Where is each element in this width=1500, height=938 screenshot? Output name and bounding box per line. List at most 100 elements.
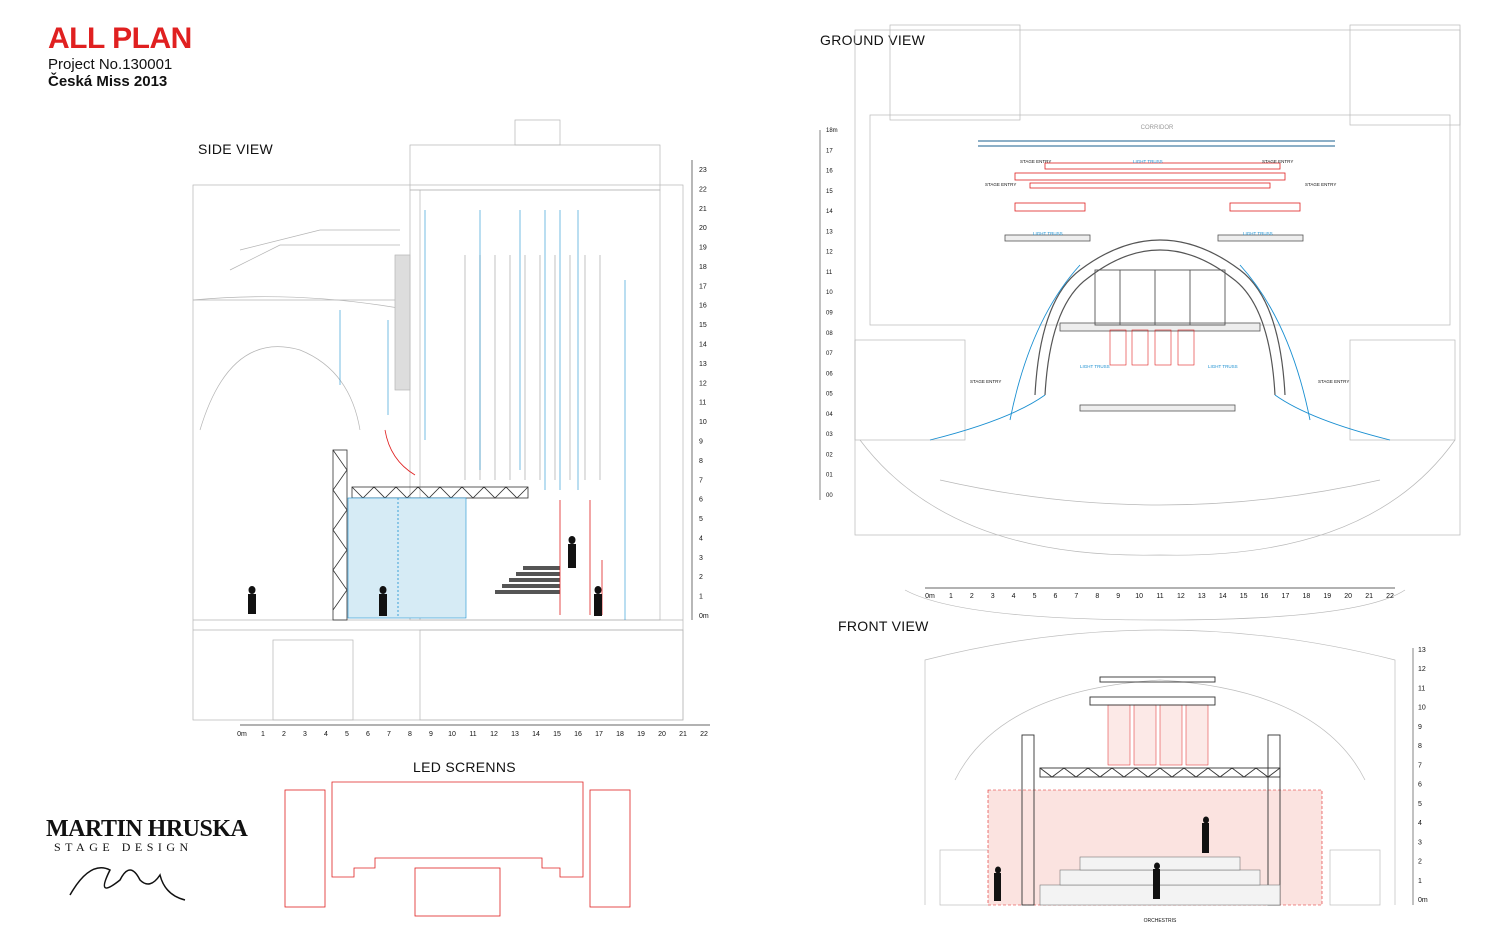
side-vscale-tick-label: 12 xyxy=(699,380,707,387)
side-hscale-tick-label: 0m xyxy=(237,731,247,738)
ground-led-columns xyxy=(1109,329,1195,366)
stage-entry-label-ml: STAGE ENTRY xyxy=(985,182,1016,187)
side-vscale-tick-label: 3 xyxy=(699,555,703,562)
ground-hscale-tick-label: 12 xyxy=(1177,593,1185,600)
side-vscale-tick-label: 21 xyxy=(699,206,707,213)
side-vscale-tick-label: 15 xyxy=(699,322,707,329)
ground-corridor-lines xyxy=(978,140,1335,147)
side-hscale-tick-label: 17 xyxy=(595,731,603,738)
ground-hscale-tick-label: 0m xyxy=(925,593,935,600)
ground-hscale-tick-label: 1 xyxy=(949,593,953,600)
side-hscale-tick-label: 5 xyxy=(345,731,349,738)
side-view-title: SIDE VIEW xyxy=(198,141,274,157)
side-hscale-tick-label: 18 xyxy=(616,731,624,738)
front-trusses xyxy=(1021,676,1281,906)
front-view-title: FRONT VIEW xyxy=(838,618,929,634)
side-vscale-tick-label: 13 xyxy=(699,361,707,368)
plan-title: ALL PLAN xyxy=(48,22,192,55)
side-hscale-tick-label: 11 xyxy=(469,731,476,738)
side-vscale-tick-label: 1 xyxy=(699,594,703,601)
ground-vscale-tick-label: 16 xyxy=(826,169,833,175)
side-hscale-tick-label: 14 xyxy=(532,731,540,738)
stage-entry-label-br: STAGE ENTRY xyxy=(1318,379,1349,384)
front-vscale-tick-label: 9 xyxy=(1418,724,1422,731)
light-truss-label-5: LIGHT TRUSS xyxy=(1208,364,1238,369)
side-vscale-tick-label: 2 xyxy=(699,574,703,581)
side-vscale-tick-label: 11 xyxy=(699,400,706,407)
ground-hscale-tick-label: 18 xyxy=(1302,593,1310,600)
side-hscale-tick-label: 6 xyxy=(366,731,370,738)
ground-hscale-tick-label: 16 xyxy=(1261,593,1269,600)
side-hscale-tick-label: 19 xyxy=(637,731,645,738)
side-vscale-tick-label: 18 xyxy=(699,264,707,271)
side-vscale-tick-label: 5 xyxy=(699,516,703,523)
ground-hscale-tick-label: 11 xyxy=(1156,593,1163,600)
side-hscale-tick-label: 21 xyxy=(679,731,687,738)
side-truss xyxy=(332,449,529,621)
ground-vscale-tick-label: 15 xyxy=(826,189,833,195)
ground-light-trusses xyxy=(1004,234,1304,412)
ground-vscale-tick-label: 13 xyxy=(826,229,833,235)
ground-vscale-tick-label: 00 xyxy=(826,493,833,499)
side-hscale-tick-label: 8 xyxy=(408,731,412,738)
side-vscale-tick-label: 10 xyxy=(699,419,707,426)
side-vscale-tick-label: 14 xyxy=(699,342,707,349)
ground-hscale-tick-label: 7 xyxy=(1074,593,1078,600)
ground-vscale-tick-label: 14 xyxy=(826,209,833,215)
side-vscale-tick-label: 22 xyxy=(699,186,707,193)
light-truss-label-1: LIGHT TRUSS xyxy=(1133,159,1163,164)
side-hscale-tick-label: 16 xyxy=(574,731,582,738)
side-hscale-tick-label: 4 xyxy=(324,731,328,738)
designer-signature xyxy=(69,867,186,901)
side-vscale-tick-label: 19 xyxy=(699,245,707,252)
stage-entry-label-tl: STAGE ENTRY xyxy=(1020,159,1051,164)
project-number: Project No.130001 xyxy=(48,56,173,73)
ground-vscale-tick-label: 01 xyxy=(826,473,833,479)
ground-hscale-tick-label: 21 xyxy=(1365,593,1373,600)
ground-hscale-tick-label: 15 xyxy=(1240,593,1248,600)
side-vscale-tick-label: 20 xyxy=(699,225,707,232)
side-vscale-tick-label: 16 xyxy=(699,303,707,310)
ground-arc-truss xyxy=(1034,239,1286,396)
side-hscale-tick-label: 20 xyxy=(658,731,666,738)
front-vscale-tick-label: 3 xyxy=(1418,839,1422,846)
ground-hscale-tick-label: 10 xyxy=(1135,593,1143,600)
ground-hscale-tick-label: 8 xyxy=(1095,593,1099,600)
ground-hscale-tick-label: 17 xyxy=(1282,593,1290,600)
side-hscale-tick-label: 2 xyxy=(282,731,286,738)
ground-red-trusses xyxy=(1014,162,1301,212)
side-hscale-tick-label: 1 xyxy=(261,731,265,738)
side-hscale-tick-label: 10 xyxy=(448,731,456,738)
front-led-columns xyxy=(1107,704,1209,766)
side-stairs xyxy=(495,566,560,594)
ground-hscale-tick-label: 2 xyxy=(970,593,974,600)
stage-entry-label-mr: STAGE ENTRY xyxy=(1305,182,1336,187)
ground-vscale-tick-label: 03 xyxy=(826,432,833,438)
side-led-screen xyxy=(347,497,467,619)
ground-hscale-tick-label: 4 xyxy=(1012,593,1016,600)
corridor-label: CORRIDOR xyxy=(1141,125,1174,131)
ground-center-frames xyxy=(1094,269,1226,326)
ground-vscale-tick-label: 18m xyxy=(826,128,838,134)
ground-vscale-tick-label: 05 xyxy=(826,392,833,398)
front-vscale-tick-label: 1 xyxy=(1418,878,1422,885)
ground-hscale-tick-label: 6 xyxy=(1054,593,1058,600)
ground-vscale-tick-label: 08 xyxy=(826,331,833,337)
designer-logo: MARTIN HRUSKA xyxy=(46,816,248,842)
designer-logo-sub: STAGE DESIGN xyxy=(54,840,193,854)
front-vscale-tick-label: 5 xyxy=(1418,801,1422,808)
ground-vscale-tick-label: 12 xyxy=(826,250,833,256)
light-truss-label-3: LIGHT TRUSS xyxy=(1243,231,1273,236)
stage-entry-label-bl: STAGE ENTRY xyxy=(970,379,1001,384)
ground-vscale-tick-label: 06 xyxy=(826,371,833,377)
ground-vscale-tick-label: 11 xyxy=(826,270,833,276)
ground-hscale-tick-label: 22 xyxy=(1386,593,1394,600)
front-vscale-tick-label: 10 xyxy=(1418,705,1426,712)
side-hscale-tick-label: 13 xyxy=(511,731,519,738)
led-screens-drawing xyxy=(284,781,631,917)
side-hscale-tick-label: 12 xyxy=(490,731,498,738)
